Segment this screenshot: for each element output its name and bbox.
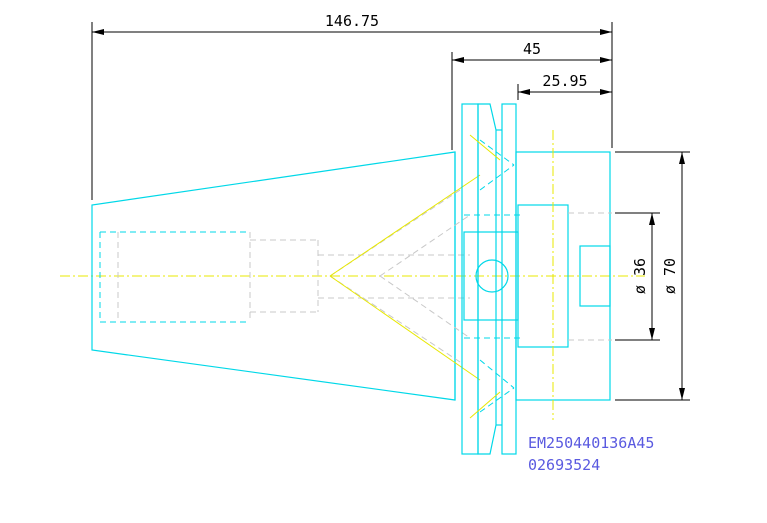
part-number-line1: EM250440136A45: [528, 434, 654, 452]
part-number-line2: 02693524: [528, 456, 600, 474]
taper-cone: [91, 151, 456, 401]
body-length-text: 25.95: [542, 72, 587, 90]
body: [515, 130, 612, 420]
taper-hidden-bore: [99, 174, 481, 381]
overall-length-text: 146.75: [325, 12, 379, 30]
dim-body-length: 25.95: [517, 72, 612, 100]
flange: [461, 103, 520, 455]
inner-diameter-text: ø 36: [631, 258, 649, 294]
flange-length-text: 45: [523, 40, 541, 58]
dim-outer-diameter: ø 70: [615, 151, 690, 401]
dim-inner-diameter: ø 36: [615, 212, 660, 341]
dim-overall-length: 146.75: [91, 12, 613, 200]
dim-flange-length: 45: [451, 40, 612, 150]
outer-diameter-text: ø 70: [661, 258, 679, 294]
part-number-label: EM250440136A45 02693524: [528, 434, 654, 474]
